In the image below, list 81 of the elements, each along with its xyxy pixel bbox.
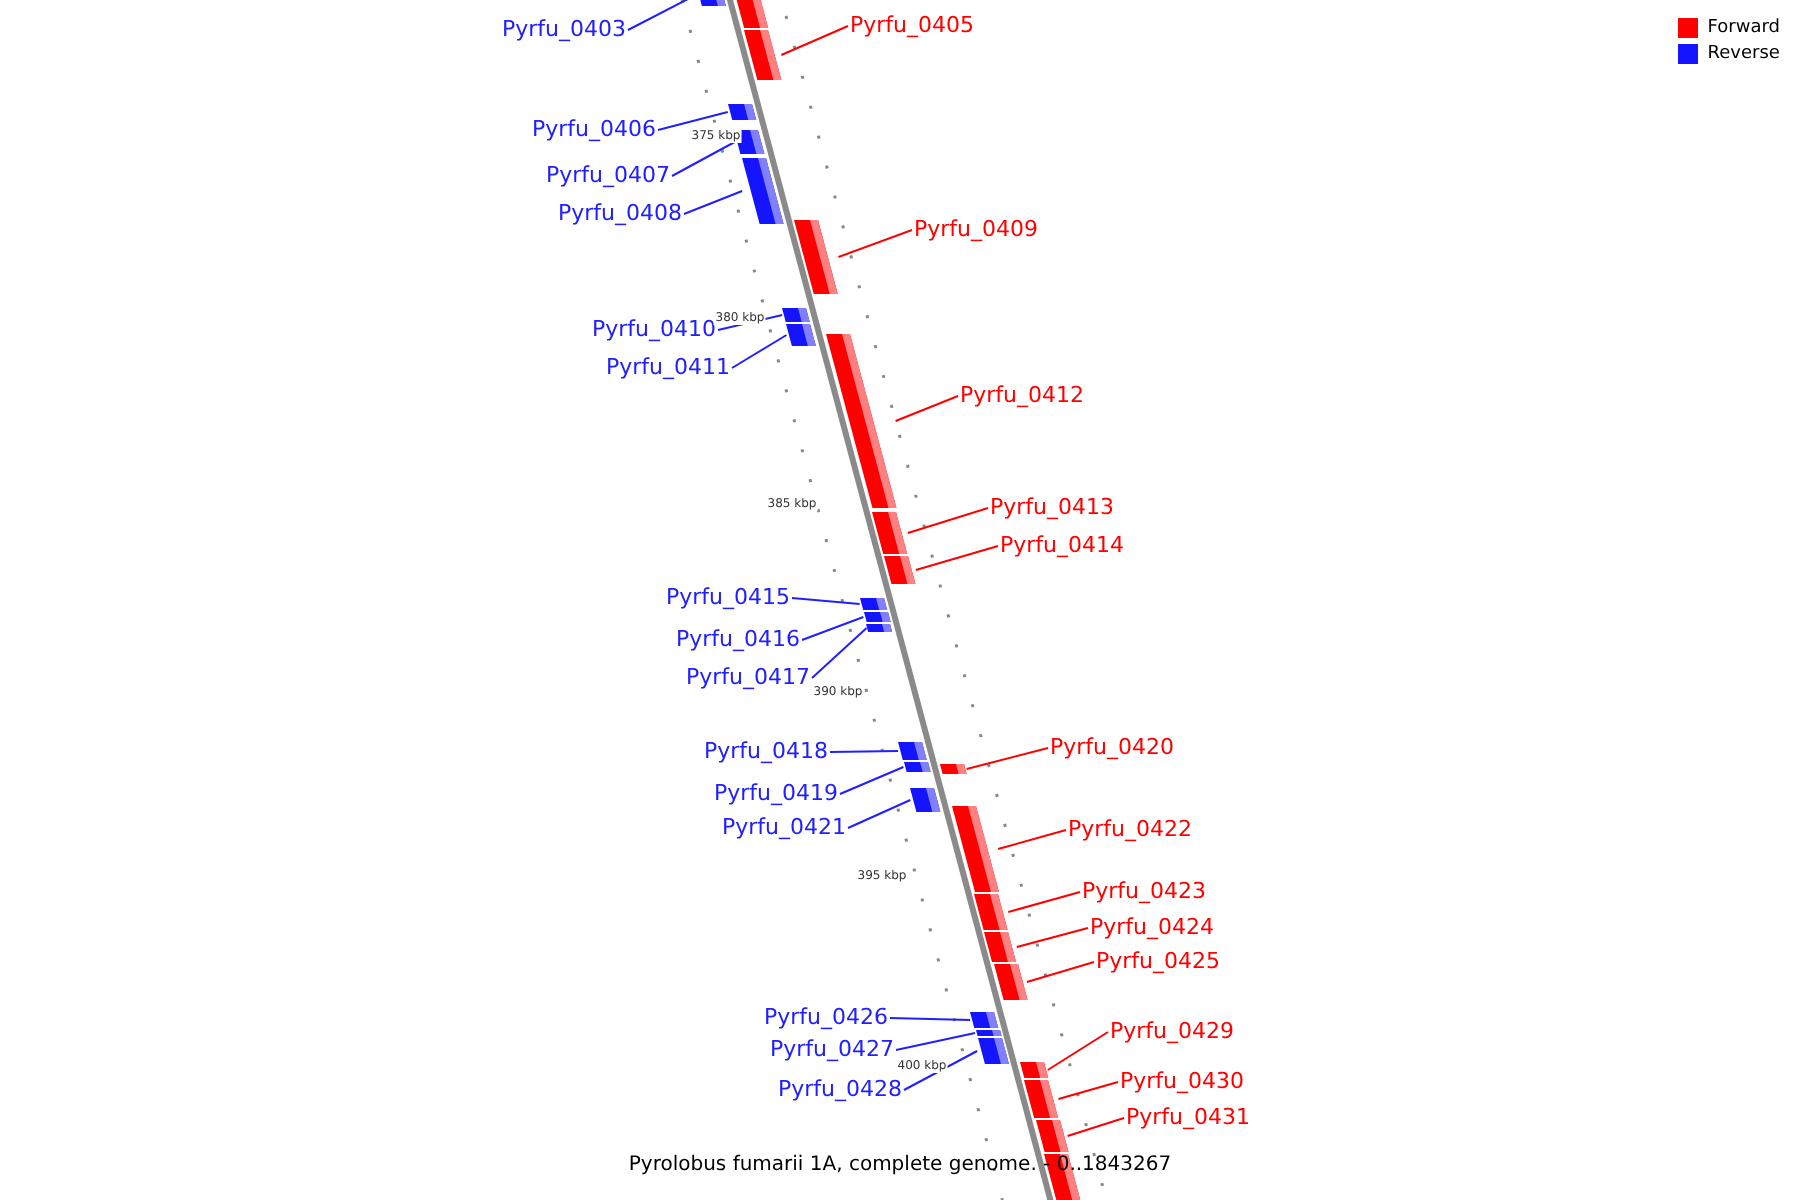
leader-line (1007, 891, 1081, 913)
leader-line (889, 1017, 972, 1021)
leader-line (837, 229, 913, 258)
gene-label: Pyrfu_0418 (704, 739, 828, 765)
gene-label: Pyrfu_0431 (1126, 1105, 1250, 1131)
gene-label: Pyrfu_0406 (532, 117, 656, 143)
gene-bar (825, 334, 896, 508)
leader-line (839, 766, 905, 795)
gene-bar (727, 104, 756, 120)
gene-bar (984, 932, 1017, 962)
gene-label: Pyrfu_0420 (1050, 735, 1174, 761)
leader-line (906, 507, 989, 534)
gene-bar (939, 764, 967, 774)
gene-label: Pyrfu_0417 (686, 665, 810, 691)
gene-label: Pyrfu_0409 (914, 217, 1038, 243)
gene-bar (884, 556, 916, 584)
gene-label: Pyrfu_0412 (960, 383, 1084, 409)
leader-line (914, 545, 999, 571)
gene-bar (1019, 1062, 1048, 1078)
leader-line (811, 627, 868, 679)
leader-line (997, 829, 1067, 850)
gene-label: Pyrfu_0413 (990, 495, 1114, 521)
gene-label: Pyrfu_0416 (676, 627, 800, 653)
leader-line (683, 190, 744, 215)
gene-bar (974, 894, 1009, 930)
gene-bar (859, 598, 887, 610)
legend-label: Forward (1707, 18, 1780, 38)
leader-line (780, 25, 849, 56)
gene-bar (742, 158, 784, 224)
legend-label: Reverse (1707, 44, 1780, 64)
gene-bar (863, 612, 891, 622)
gene-label: Pyrfu_0430 (1120, 1069, 1244, 1095)
gene-label: Pyrfu_0427 (770, 1037, 894, 1063)
gene-label: Pyrfu_0414 (1000, 533, 1124, 559)
leader-line (791, 597, 861, 605)
gene-label: Pyrfu_0411 (606, 355, 730, 381)
gene-bar (1035, 1120, 1068, 1152)
gene-label: Pyrfu_0428 (778, 1077, 902, 1103)
leader-line (895, 1032, 976, 1051)
leader-line (1025, 961, 1095, 983)
gene-bar (733, 0, 768, 28)
gene-label: Pyrfu_0426 (764, 1005, 888, 1031)
gene-label: Pyrfu_0407 (546, 163, 670, 189)
leader-line (671, 141, 736, 177)
gene-label: Pyrfu_0429 (1110, 1019, 1234, 1045)
gene-label: Pyrfu_0424 (1090, 915, 1214, 941)
leader-line (1046, 1031, 1109, 1071)
gene-label: Pyrfu_0403 (502, 17, 626, 43)
gene-bar (910, 788, 941, 812)
gene-bar (786, 324, 817, 346)
leader-line (903, 1050, 979, 1091)
gene-label: Pyrfu_0421 (722, 815, 846, 841)
gene-bar (975, 1030, 1001, 1036)
gene-label: Pyrfu_0415 (666, 585, 790, 611)
gene-label: Pyrfu_0405 (850, 13, 974, 39)
gene-bar (872, 512, 908, 554)
leader-line (1015, 927, 1089, 948)
gene-bar (977, 1038, 1009, 1064)
gene-label: Pyrfu_0408 (558, 201, 682, 227)
gene-bar (970, 1012, 999, 1028)
gene-bar (744, 30, 782, 80)
leader-line (1066, 1117, 1125, 1137)
leader-line (801, 616, 865, 641)
gene-label: Pyrfu_0410 (592, 317, 716, 343)
gene-bar (903, 762, 931, 772)
gene-label: Pyrfu_0422 (1068, 817, 1192, 843)
leader-line (847, 799, 912, 829)
leader-line (965, 747, 1049, 770)
leader-line (657, 111, 729, 131)
leader-line (1057, 1081, 1119, 1100)
leader-line (894, 395, 959, 422)
gene-label: Pyrfu_0425 (1096, 949, 1220, 975)
gene-bar (782, 308, 810, 322)
gene-bar (866, 624, 893, 632)
gene-bar (794, 220, 839, 294)
leader-line (829, 750, 900, 753)
leader-line (731, 334, 788, 369)
gene-bar (993, 964, 1027, 1000)
gene-bar (898, 742, 927, 760)
gene-label: Pyrfu_0423 (1082, 879, 1206, 905)
gene-label: Pyrfu_0419 (714, 781, 838, 807)
